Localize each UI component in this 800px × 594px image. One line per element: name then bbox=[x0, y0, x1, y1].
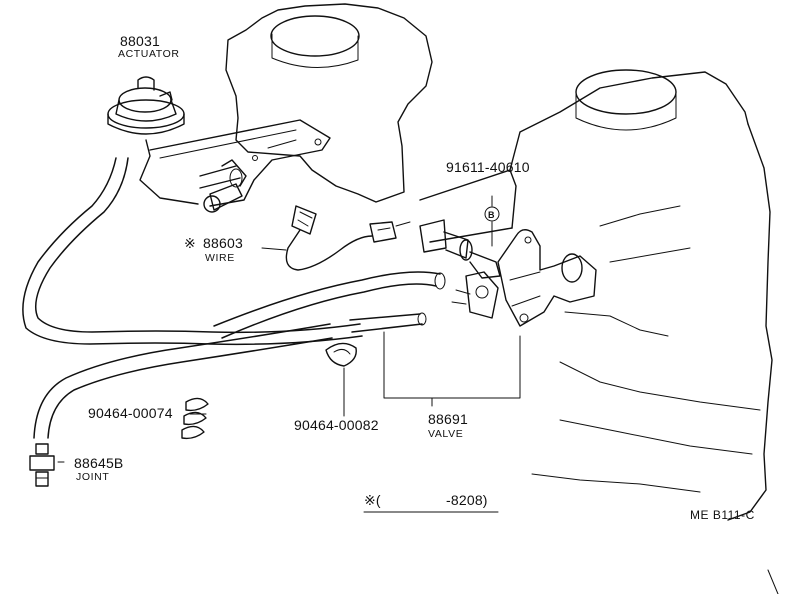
bolt-part-number: 91611-40610 bbox=[446, 159, 530, 175]
actuator-part-drawing bbox=[107, 76, 331, 213]
valve-part-number: 88691 bbox=[428, 411, 468, 427]
reference-marker-letter: B bbox=[488, 210, 495, 220]
diagram-reference-code: ME B111-C bbox=[690, 508, 755, 522]
wire-name-label: WIRE bbox=[205, 252, 235, 264]
wire-note-symbol: ※ bbox=[184, 235, 196, 251]
joint-name-label: JOINT bbox=[76, 471, 109, 483]
hose-clamp-small-drawing bbox=[325, 342, 357, 367]
footnote-prefix: ※( bbox=[364, 492, 381, 508]
clamp-small-part-number: 90464-00082 bbox=[294, 417, 379, 433]
joint-part-number: 88645B bbox=[74, 455, 123, 471]
wire-part-number: 88603 bbox=[203, 235, 243, 251]
wire-part-drawing bbox=[285, 205, 411, 271]
hose-clamp-drawing bbox=[181, 397, 209, 440]
footnote-range: ‑8208) bbox=[446, 492, 488, 508]
valve-name-label: VALVE bbox=[428, 428, 463, 440]
valve-part-drawing bbox=[419, 219, 597, 327]
actuator-part-number: 88031 bbox=[120, 33, 160, 49]
actuator-name-label: ACTUATOR bbox=[118, 48, 180, 60]
vacuum-hose bbox=[22, 157, 446, 439]
leader-lines bbox=[57, 195, 521, 463]
engine-block-outline bbox=[225, 3, 779, 594]
clamp-part-number: 90464-00074 bbox=[88, 405, 173, 421]
reference-marker-circle bbox=[484, 206, 500, 222]
joint-fitting-drawing bbox=[29, 443, 55, 487]
